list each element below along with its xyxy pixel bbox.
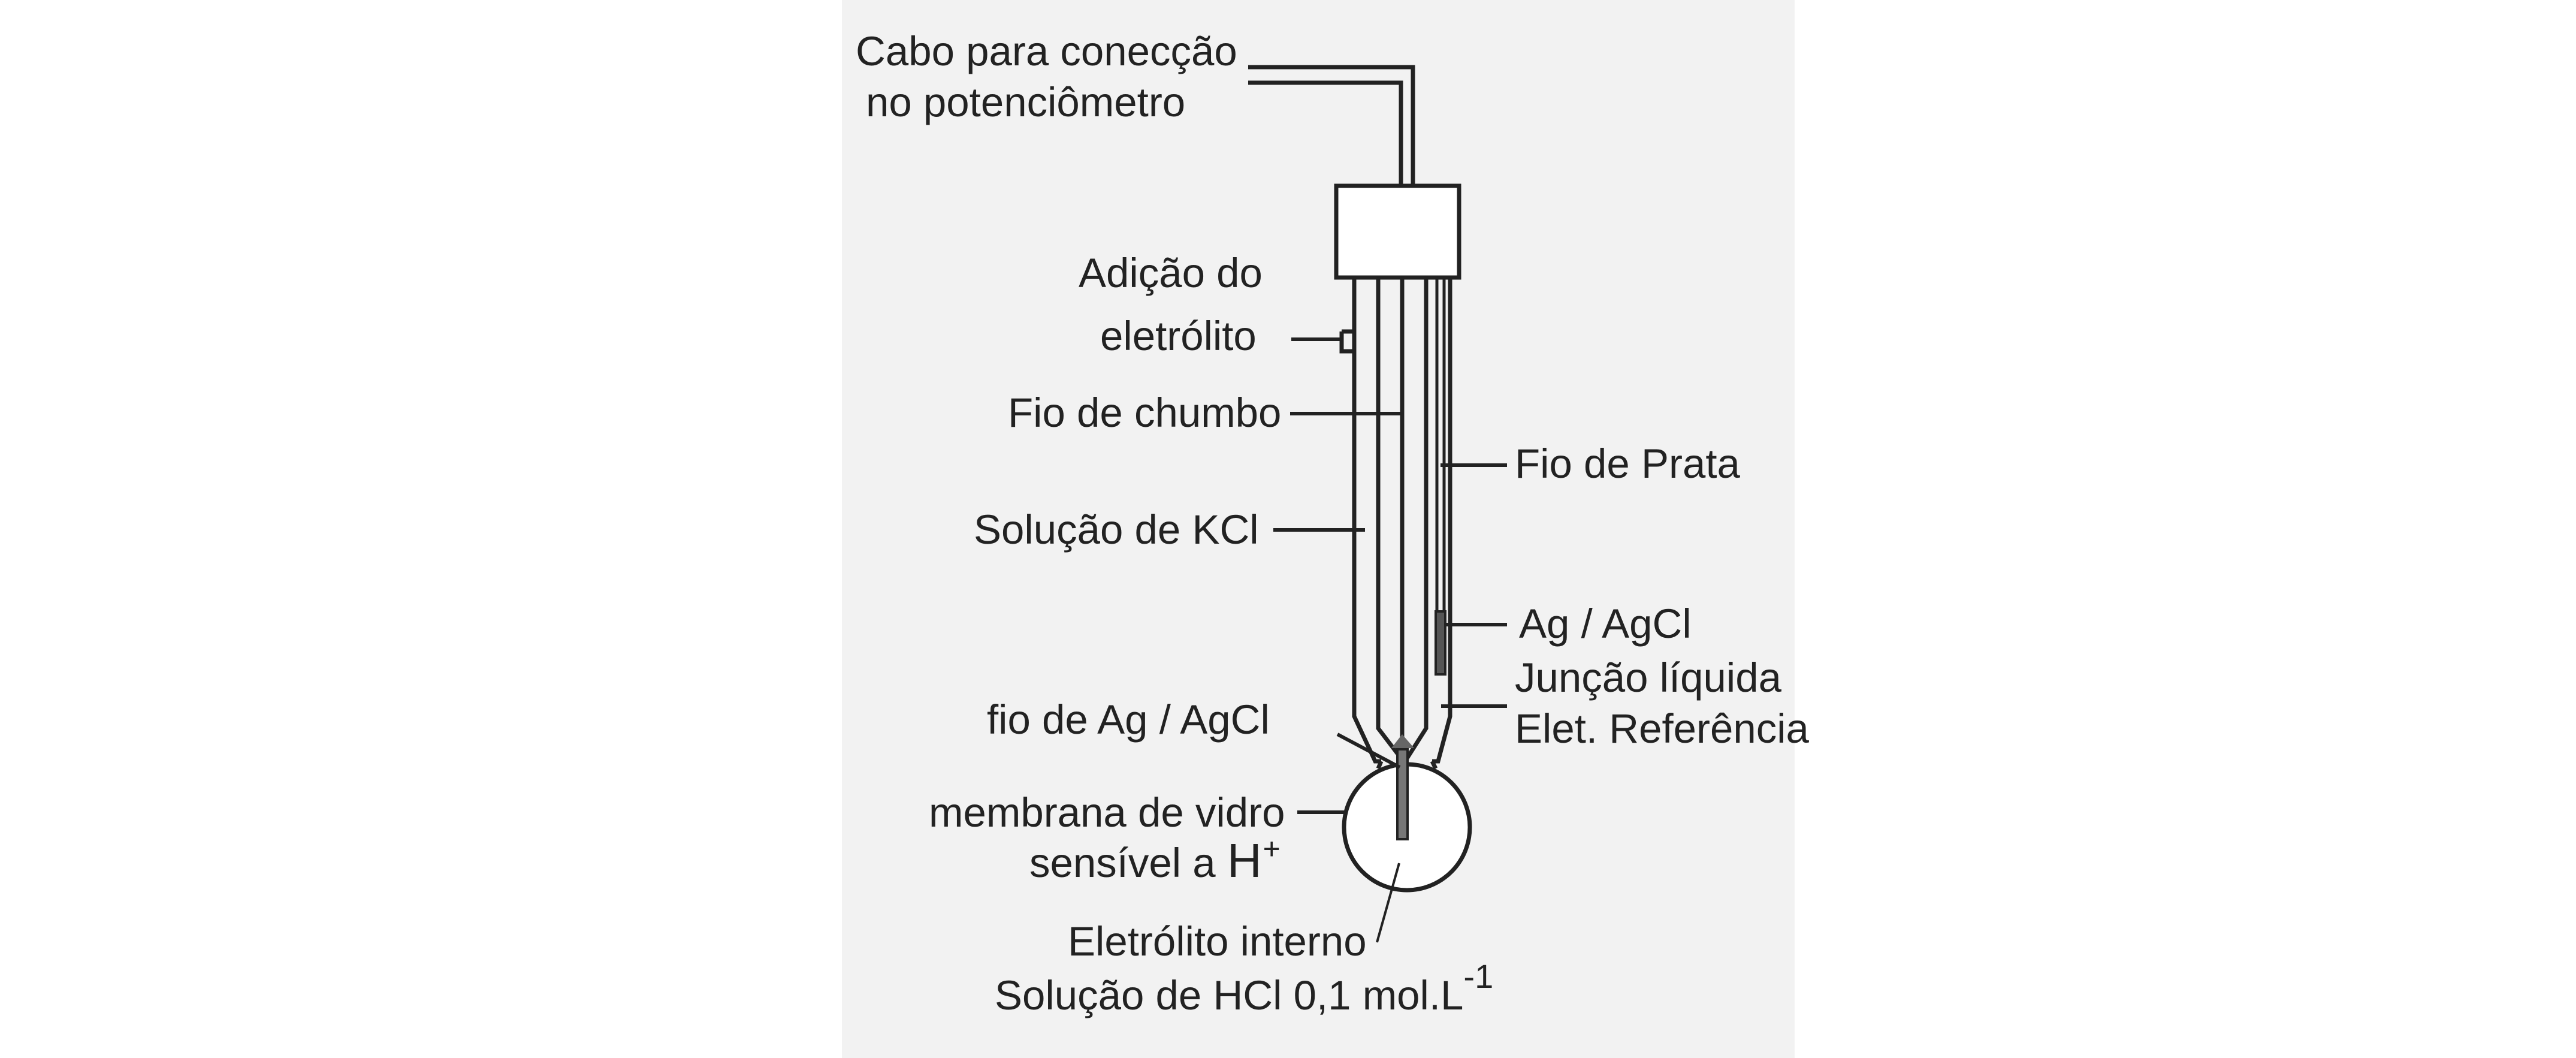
label-liquid-junction-line1: Junção líquida xyxy=(1515,655,1781,701)
bulb-neck-left xyxy=(1376,760,1384,770)
label-glass-membrane-line1: membrana de vidro xyxy=(929,789,1285,836)
label-internal-electrolyte-line2: Solução de HCl 0,1 mol.L-1 xyxy=(995,957,1493,1023)
label-cable-line2: no potenciômetro xyxy=(866,79,1186,125)
label-lead-wire: Fio de chumbo xyxy=(1008,390,1282,436)
leader-internal-electrolyte xyxy=(1376,863,1400,943)
label-addition-line2: eletrólito xyxy=(1100,313,1257,359)
outer-tube xyxy=(1352,278,1452,764)
bulb-neck-right xyxy=(1430,760,1438,770)
label-ag-agcl: Ag / AgCl xyxy=(1519,601,1692,647)
cable-wire-inner xyxy=(1248,80,1403,185)
electrode-cap xyxy=(1334,183,1461,280)
label-cable-line1: Cabo para conecção xyxy=(856,28,1237,74)
inner-glass-tube xyxy=(1376,278,1429,763)
label-glass-membrane-prefix: sensível a xyxy=(1029,840,1216,886)
label-glass-membrane-charge: + xyxy=(1263,832,1281,866)
label-silver-wire: Fio de Prata xyxy=(1515,441,1740,487)
label-glass-membrane-line2: sensível a H+ xyxy=(1029,832,1281,891)
label-internal-electrolyte-line1: Eletrólito interno xyxy=(1068,918,1367,964)
label-internal-electrolyte-exponent: -1 xyxy=(1463,957,1494,995)
label-ag-agcl-wire: fio de Ag / AgCl xyxy=(987,697,1270,743)
leader-agagcl-wire xyxy=(1336,733,1401,769)
label-kcl-solution: Solução de KCl xyxy=(974,507,1259,553)
internal-agagcl-element xyxy=(1396,748,1409,840)
label-glass-membrane-ion: H xyxy=(1227,834,1262,887)
label-addition-line1: Adição do xyxy=(1079,250,1263,296)
label-internal-electrolyte-text: Solução de HCl 0,1 mol.L xyxy=(995,972,1464,1018)
agagcl-coating xyxy=(1435,610,1446,676)
internal-element-tip xyxy=(1391,734,1414,748)
cable-wire-outer xyxy=(1248,65,1415,185)
label-liquid-junction-line2: Elet. Referência xyxy=(1515,706,1809,752)
